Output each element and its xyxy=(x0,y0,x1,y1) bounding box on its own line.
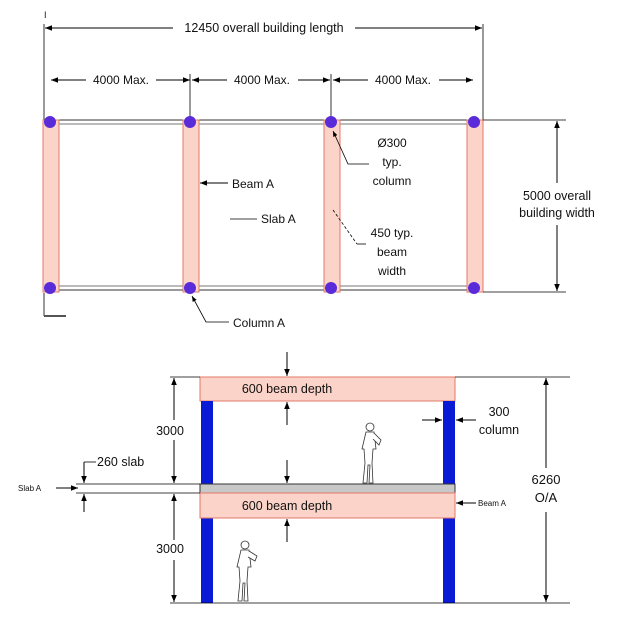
column-size-line-3: column xyxy=(373,174,412,188)
column-upper-left xyxy=(201,401,213,484)
column-a-leader xyxy=(191,295,229,323)
bay-spacing-3: 4000 Max. xyxy=(375,73,431,87)
upper-beam xyxy=(199,376,456,402)
column-dot xyxy=(468,282,480,294)
beam-grid-2 xyxy=(182,119,200,293)
column-dot xyxy=(184,116,196,128)
overall-height-line-2: O/A xyxy=(535,490,558,505)
column-dot xyxy=(468,116,480,128)
beam-width-line-3: width xyxy=(377,264,406,278)
beam-grid-3 xyxy=(323,119,341,293)
overall-length-label: 12450 overall building length xyxy=(184,21,343,35)
slab-outline xyxy=(43,119,484,291)
upper-storey-height: 3000 xyxy=(156,424,184,438)
column-size-line-2: typ. xyxy=(382,155,401,169)
column-size-leader xyxy=(332,130,369,165)
beam-width-line-2: beam xyxy=(377,245,407,259)
bay-spacing-1: 4000 Max. xyxy=(93,73,149,87)
beam-a-label: Beam A xyxy=(232,177,274,191)
person-standing-icon xyxy=(236,540,258,602)
column-width-line-2: column xyxy=(479,423,519,437)
section-view: 600 beam depth 600 beam depth 3000 3000 xyxy=(18,352,570,604)
column-dot xyxy=(325,282,337,294)
column-size-line-1: Ø300 xyxy=(377,136,407,150)
column-dot xyxy=(44,282,56,294)
slab-thickness-label: 260 slab xyxy=(97,455,144,469)
column-width-line-1: 300 xyxy=(489,405,510,419)
column-a-label: Column A xyxy=(233,316,285,330)
column-lower-left xyxy=(201,518,213,603)
column-upper-right xyxy=(443,401,455,484)
slab-a-label: Slab A xyxy=(261,212,296,226)
building-width-line-2: building width xyxy=(519,206,595,220)
beam-width-line-1: 450 typ. xyxy=(371,226,414,240)
column-dot xyxy=(44,116,56,128)
bay-spacing-2: 4000 Max. xyxy=(234,73,290,87)
column-lower-right xyxy=(443,518,455,603)
section-beam-a-label: Beam A xyxy=(478,499,507,508)
beam-width-leader-dash xyxy=(332,209,358,245)
overall-height-line-1: 6260 xyxy=(532,472,561,487)
column-dot xyxy=(184,282,196,294)
plan-view: I 12450 overall building length 4000 Max… xyxy=(42,10,595,330)
beam-grid-1 xyxy=(42,119,60,293)
building-width-line-1: 5000 overall xyxy=(523,189,591,203)
slab-section xyxy=(199,483,456,494)
upper-beam-depth-label: 600 beam depth xyxy=(242,382,332,396)
lower-storey-height: 3000 xyxy=(156,542,184,556)
column-dot xyxy=(325,116,337,128)
person-standing-icon xyxy=(361,422,382,484)
section-slab-a-label: Slab A xyxy=(18,484,42,493)
lower-beam xyxy=(199,492,456,519)
beam-grid-4 xyxy=(466,119,484,293)
corner-mark: I xyxy=(44,10,47,20)
lower-beam-depth-label: 600 beam depth xyxy=(242,499,332,513)
